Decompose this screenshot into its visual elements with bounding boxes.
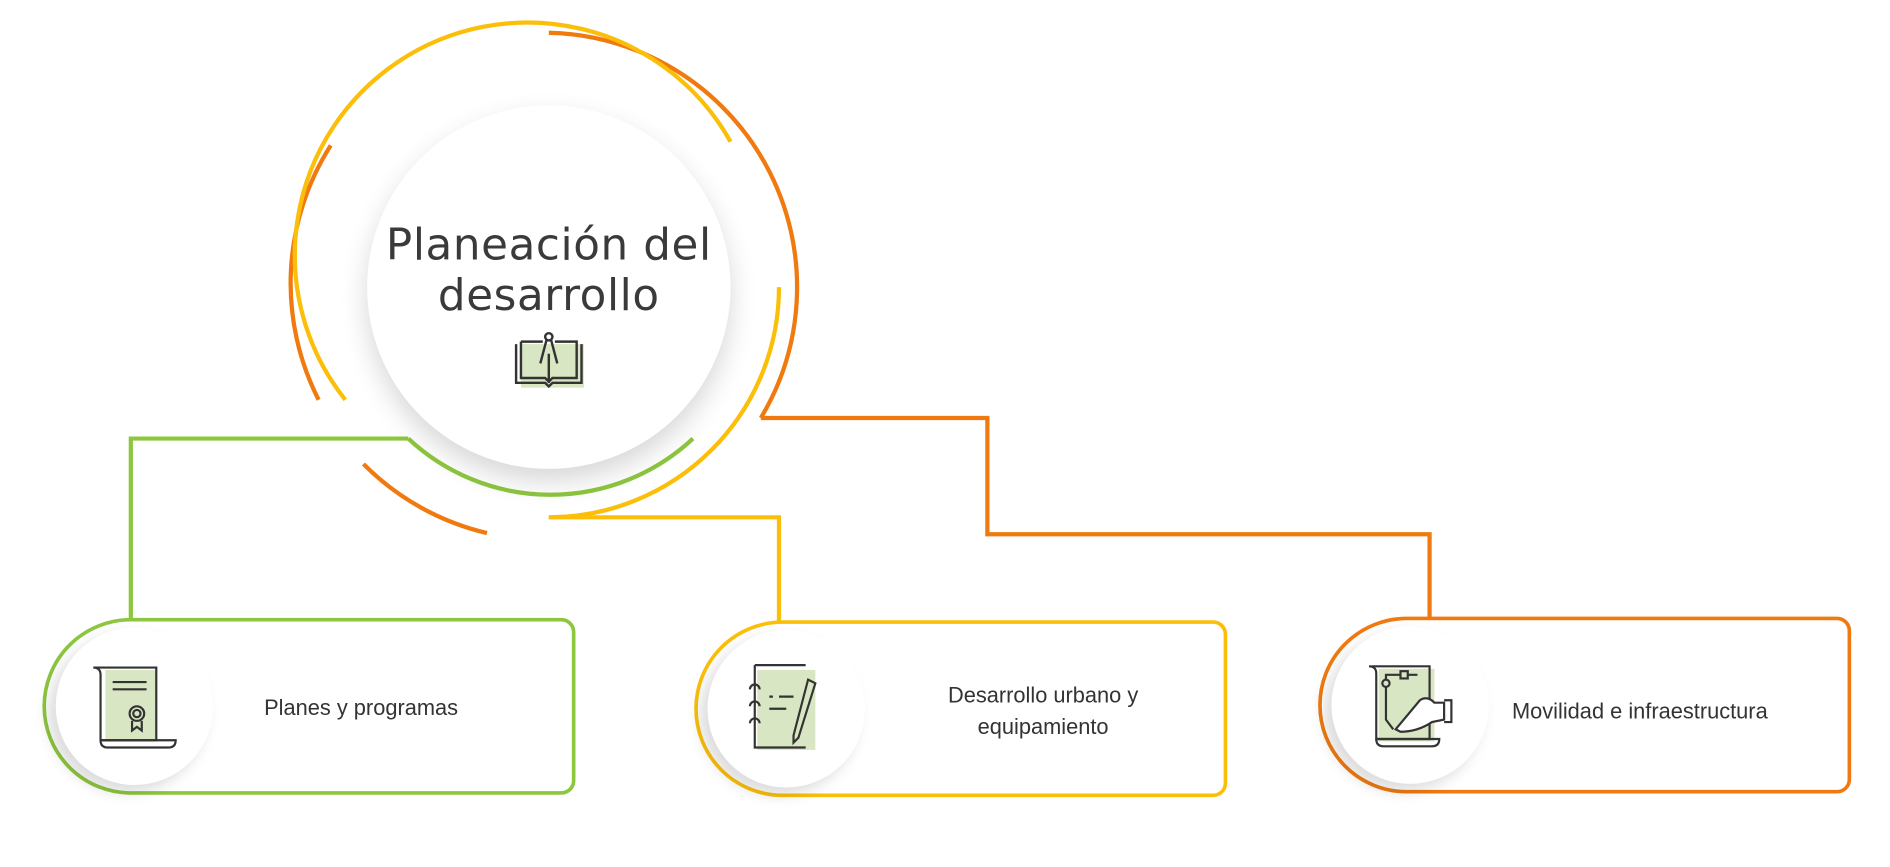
hand-drawing-plan-icon xyxy=(1368,665,1453,748)
branch-label: Planes y programas xyxy=(264,695,459,720)
central-node xyxy=(367,105,731,469)
icon-badge xyxy=(55,627,214,786)
icon-badge xyxy=(1331,626,1489,784)
yellow-arc-top xyxy=(292,20,733,402)
green-arc xyxy=(406,437,695,497)
title-line-1: Planeación del xyxy=(385,220,712,271)
book-compass-icon xyxy=(514,331,584,389)
branch-label-line-1: Desarrollo urbano y xyxy=(947,683,1139,708)
central-title: Planeación del desarrollo xyxy=(367,220,730,322)
title-line-2: desarrollo xyxy=(437,271,660,322)
orange-arc-bottom xyxy=(361,462,488,536)
branch-card-planes[interactable]: Planes y programas xyxy=(42,617,576,795)
branch-label: Movilidad e infraestructura xyxy=(1511,699,1768,724)
branch-label: Desarrollo urbano y equipamiento xyxy=(898,680,1189,743)
orange-connector xyxy=(760,415,1432,620)
yellow-connector xyxy=(548,515,782,623)
certificate-scroll-icon xyxy=(93,666,177,749)
branch-card-desarrollo-urbano[interactable]: Desarrollo urbano y equipamiento xyxy=(694,620,1228,798)
branch-label-line-2: equipamiento xyxy=(977,714,1109,740)
branch-card-movilidad[interactable]: Movilidad e infraestructura xyxy=(1318,616,1852,794)
notebook-pencil-icon xyxy=(748,664,817,750)
orange-arc-left xyxy=(288,144,333,401)
icon-badge xyxy=(707,629,866,788)
yellow-arc-right xyxy=(548,287,782,520)
green-connector xyxy=(128,436,409,621)
